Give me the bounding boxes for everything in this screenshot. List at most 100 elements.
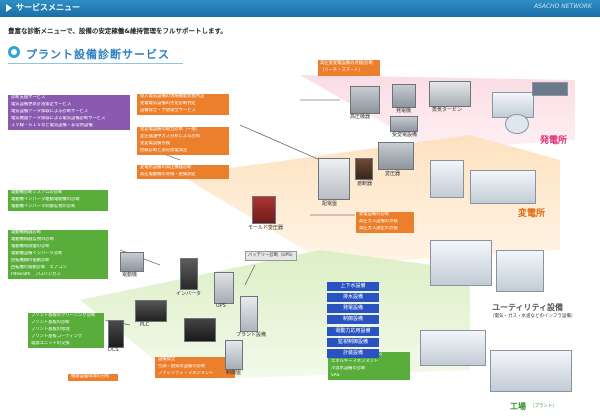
orange-item[interactable]: ファシリティ・マネジメント: [155, 371, 235, 378]
purple-item[interactable]: 電気設備更新計画策定サービス: [8, 102, 130, 109]
green-item[interactable]: 電動機械器監視の診断: [8, 237, 108, 244]
orange-service-list-bottom: 設備保全 空調・給排水設備の診断 ファシリティ・マネジメント: [155, 357, 235, 378]
ship-image: [532, 82, 568, 96]
turbine-image: [429, 81, 471, 107]
green-service-list-c: プリント基板のクリーニング診断 プリント基板の診断 プリント基板の修理 プリント…: [28, 313, 104, 348]
dcs-image: [184, 318, 216, 342]
rack-image: [108, 320, 124, 348]
utility-building: [430, 240, 492, 286]
generator-image: [392, 84, 416, 108]
orange-item[interactable]: 受変電設備の総合診断（一般）: [137, 127, 229, 134]
orange-item[interactable]: 変電所設備の高圧機器診断: [137, 165, 229, 172]
substation-equipment-image: [390, 116, 418, 132]
equipment-label: モールド変圧器: [248, 225, 284, 231]
power-plant-label: 発電所: [540, 136, 568, 146]
green-item[interactable]: 電動機械器診断: [8, 230, 108, 237]
green-item[interactable]: プリント基板の修理: [28, 327, 104, 334]
green-item[interactable]: プリント基板コーティング: [28, 334, 104, 341]
header-brand: ASACHO NETWORK: [533, 3, 592, 10]
battery-service-box[interactable]: バッテリー診断（UPS）: [245, 251, 297, 261]
hv-equipment-image: [350, 86, 380, 114]
green-item[interactable]: プリント基板のクリーニング診断: [28, 313, 104, 320]
orange-service-list-right: 受電設備の診断 高圧ガス設備の点検 高圧ガス測定の点検: [356, 212, 414, 233]
orange-service-list-top: 導入電気設備の現場機能状態判定 受電電気設備の劣化診断判定 設備保全・予防保全サ…: [137, 94, 229, 115]
green-item[interactable]: 冷温水設備の診断: [328, 366, 410, 373]
section-divider: [8, 63, 183, 64]
equipment-label: 高圧機器: [350, 114, 371, 120]
motor-image: [120, 252, 144, 272]
green-item[interactable]: 電動機インバータ制御監視の診断: [8, 204, 108, 211]
orange-item[interactable]: 絶縁診断と部分放電測定: [137, 148, 229, 155]
header-title: サービスメニュー: [16, 3, 80, 12]
green-item[interactable]: 電動機制御盤の診断: [8, 244, 108, 251]
purple-item[interactable]: 電気設備データ採取による診断サービス: [8, 109, 130, 116]
green-item[interactable]: PdHealth プロパンガス: [8, 272, 108, 279]
factory-building-2: [490, 350, 572, 392]
equipment-label: 蒸気タービン: [432, 107, 463, 113]
orange-item[interactable]: 空調・給排水設備の診断: [155, 364, 235, 371]
transformer-image: [378, 142, 414, 170]
ups-image: [214, 272, 234, 304]
blue-category-button[interactable]: 制御設備: [327, 315, 379, 324]
green-service-list-a: 電動機診断システムの診断 電動機インバータ駆動電動機の診断 電動機インバータ制御…: [8, 190, 108, 211]
switchboard-image: [318, 158, 350, 200]
equipment-label: UPS: [216, 303, 226, 309]
green-item[interactable]: SAS: [328, 373, 410, 380]
orange-service-list-env: 機器設置環境の分析: [68, 374, 118, 381]
breaker-image: [355, 158, 373, 180]
pink-service-box[interactable]: 高圧受変電設備の点検/診断（リーチ・スマート）: [318, 60, 380, 76]
equipment-label: PLC: [140, 322, 150, 328]
plc-image: [135, 300, 167, 322]
control-panel-image: [225, 340, 243, 370]
equipment-label: 遮断器: [357, 181, 373, 187]
green-item[interactable]: 電動機診断システムの診断: [8, 190, 108, 197]
green-item[interactable]: 電動機インバータ駆動電動機の診断: [8, 197, 108, 204]
ring-icon: [8, 46, 20, 58]
purple-service-list: 診断支援サービス 電気設備更新計画策定サービス 電気設備データ採取による診断サー…: [8, 95, 130, 130]
section-title: プラント設備診断サービス: [26, 48, 170, 61]
purple-item[interactable]: 電気機器データ採取による電気設備診断サービス: [8, 116, 130, 123]
purple-item[interactable]: ＩＶ線・ＧＩＳなど電気設備・非常用設備: [8, 123, 130, 130]
blue-category-button[interactable]: 監視制御設備: [327, 338, 379, 347]
orange-item[interactable]: 設備保全・予防保全サービス: [137, 108, 229, 115]
orange-item[interactable]: 高圧ガス設備の点検: [356, 219, 414, 226]
substation-building: [430, 160, 464, 198]
orange-item[interactable]: 導入電気設備の現場機能状態判定: [137, 94, 229, 101]
mold-transformer-image: [252, 196, 276, 224]
header-bar: サービスメニュー ASACHO NETWORK: [0, 0, 600, 17]
purple-item[interactable]: 診断支援サービス: [8, 95, 130, 102]
green-service-list-b: 電動機械器診断 電動機械器監視の診断 電動機制御盤の診断 電動機設備インバータ診…: [8, 230, 108, 279]
green-item[interactable]: プリント基板の診断: [28, 320, 104, 327]
intro-text: 豊富な診断メニューで、設備の安定稼働&維持管理をフルサポートします。: [8, 27, 227, 35]
green-item[interactable]: エネルギーマネジメント: [328, 359, 410, 366]
utility-label: ユーティリティ設備: [492, 303, 564, 312]
orange-item[interactable]: 受電電気設備の劣化診断判定: [137, 101, 229, 108]
orange-item[interactable]: 高圧ガス測定の点検: [356, 226, 414, 233]
green-item[interactable]: 回転機械の振動診断: [8, 258, 108, 265]
green-item[interactable]: 回転機の振動診断 エアコン: [8, 265, 108, 272]
equipment-label: DCS: [108, 347, 119, 353]
equipment-label: 変圧器: [385, 171, 401, 177]
substation-yard: [470, 170, 536, 204]
utility-tower: [496, 250, 544, 292]
equipment-label: 発電機: [396, 108, 412, 114]
orange-item[interactable]: 受変電設備点検: [137, 141, 229, 148]
orange-item[interactable]: 高圧電動機の巻線・絶縁測定: [137, 172, 229, 179]
blue-category-button[interactable]: 発電設備: [327, 304, 379, 313]
green-item[interactable]: 電動機設備インバータ診断: [8, 251, 108, 258]
inverter-image: [180, 258, 198, 290]
orange-item[interactable]: 設備保全: [155, 357, 235, 364]
orange-item[interactable]: 受電設備の診断: [356, 212, 414, 219]
orange-service-list-low: 変電所設備の高圧機器診断 高圧電動機の巻線・絶縁測定: [137, 165, 229, 179]
orange-item[interactable]: 変圧器油中ガス分析による診断: [137, 134, 229, 141]
orange-item[interactable]: 機器設置環境の分析: [68, 374, 118, 381]
blue-category-button[interactable]: 電動力応用設備: [327, 327, 379, 336]
equipment-label: 受変電設備: [392, 132, 418, 138]
blue-category-button[interactable]: 排水設備: [327, 293, 379, 302]
blue-category-button[interactable]: 上下水設備: [327, 282, 379, 291]
equipment-label: 電動機: [122, 272, 138, 278]
green-item[interactable]: 電源ユニットの交換: [28, 341, 104, 348]
equipment-label: 配電盤: [322, 201, 338, 207]
blue-category-button[interactable]: 計装設備: [327, 349, 379, 358]
equipment-label: プラント設備: [236, 332, 267, 338]
